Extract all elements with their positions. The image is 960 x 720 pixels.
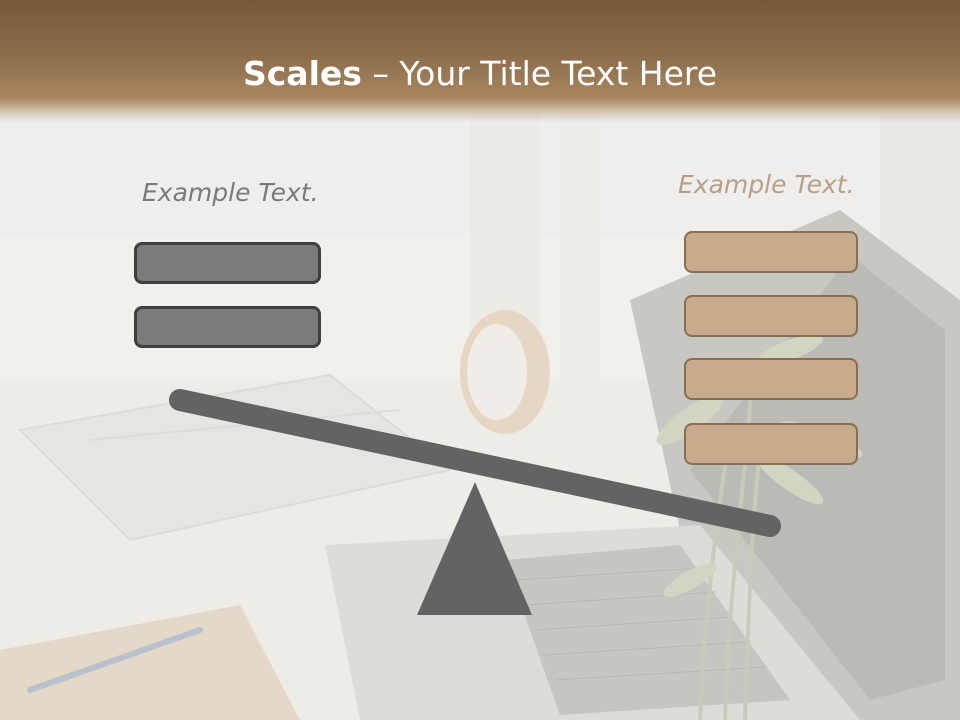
scale-beam (169, 389, 781, 537)
slide-title: Scales – Your Title Text Here (0, 52, 960, 96)
title-rest: – Your Title Text Here (361, 54, 718, 93)
right-weight-block (684, 295, 858, 337)
scale-fulcrum (417, 482, 532, 615)
right-weight-block (684, 231, 858, 273)
right-weight-block (684, 423, 858, 465)
right-weight-block (684, 358, 858, 400)
title-bar (0, 0, 960, 122)
right-caption: Example Text. (678, 170, 855, 199)
left-weight-block (134, 242, 321, 284)
left-caption: Example Text. (142, 178, 319, 207)
left-weight-block (134, 306, 321, 348)
title-bold: Scales (242, 54, 362, 93)
